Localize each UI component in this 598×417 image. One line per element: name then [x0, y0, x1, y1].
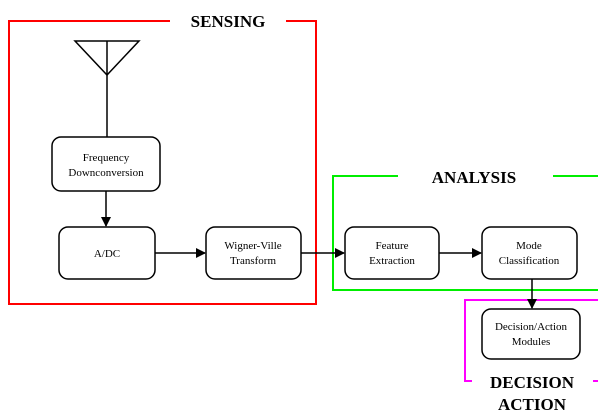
mode-classification-label-1: Mode: [516, 240, 542, 252]
analysis-frame-left: [332, 175, 598, 291]
action-title: ACTION: [498, 395, 567, 414]
sensing-title: SENSING: [191, 12, 266, 31]
decision-title: DECISION: [490, 373, 575, 392]
wigner-ville-label-1: Wigner-Ville: [224, 240, 281, 252]
antenna-icon: [73, 40, 141, 137]
decision-group: DECISION ACTION: [464, 299, 598, 414]
wigner-ville-label-2: Transform: [230, 255, 276, 267]
decision-action-label-1: Decision/Action: [495, 321, 568, 333]
mode-classification-block: Mode Classification: [481, 226, 578, 280]
mode-classification-label-2: Classification: [499, 255, 560, 267]
feature-extraction-block: Feature Extraction: [344, 226, 440, 280]
wigner-ville-block: Wigner-Ville Transform: [205, 226, 302, 280]
frequency-downconversion-label-1: Frequency: [83, 152, 130, 164]
adc-block: A/DC: [58, 226, 156, 280]
frequency-downconversion-block: Frequency Downconversion: [51, 136, 161, 192]
adc-label: A/DC: [94, 248, 120, 260]
feature-extraction-label-1: Feature: [376, 240, 409, 252]
analysis-group: ANALYSIS: [332, 168, 598, 291]
decision-action-label-2: Modules: [512, 336, 551, 348]
decision-action-block: Decision/Action Modules: [481, 308, 581, 360]
frequency-downconversion-label-2: Downconversion: [68, 167, 144, 179]
analysis-title: ANALYSIS: [432, 168, 516, 187]
feature-extraction-label-2: Extraction: [369, 255, 415, 267]
sensing-frame: [8, 20, 317, 305]
sensing-group: SENSING: [8, 12, 317, 305]
